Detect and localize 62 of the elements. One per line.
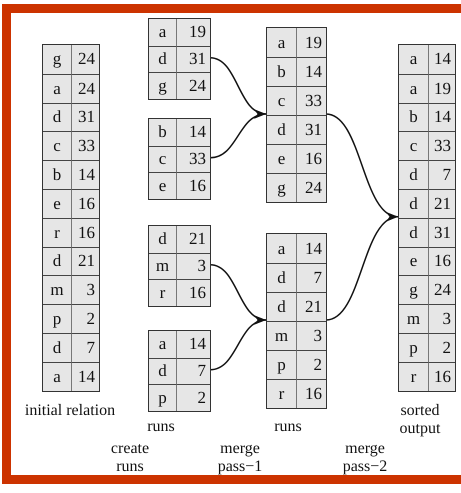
step-label: runs [273, 418, 303, 436]
table-cell: 16 [296, 144, 326, 173]
step-label: create runs [110, 440, 150, 476]
data-table [148, 225, 211, 306]
data-table [266, 233, 327, 409]
table-cell: 16 [296, 379, 326, 408]
table-cell: 3 [176, 252, 210, 279]
data-table [148, 18, 211, 100]
table-cell: 14 [428, 102, 455, 132]
table-cell: 16 [176, 172, 210, 198]
table-cell: 21 [428, 188, 455, 218]
table-cell: d [43, 246, 71, 276]
arrow [210, 110, 266, 158]
table-cell: 24 [296, 173, 326, 202]
data-table [148, 118, 211, 200]
table-cell: 2 [71, 304, 99, 333]
table-cell: 3 [296, 321, 326, 350]
table-cell: 2 [176, 384, 210, 410]
data-table [266, 27, 327, 203]
step-label: merge pass−2 [342, 440, 388, 476]
data-table [42, 44, 100, 392]
step-label: runs [146, 418, 176, 436]
table-caption: initial relation [24, 402, 116, 420]
table-cell: 21 [296, 292, 326, 321]
arrow [326, 215, 398, 321]
table-cell: 24 [71, 74, 99, 103]
table-cell: 16 [176, 279, 210, 306]
table-cell: 7 [176, 358, 210, 384]
table-cell: 2 [296, 350, 326, 379]
table-cell: 14 [296, 57, 326, 86]
table-cell: 3 [71, 275, 99, 304]
table-cell: 33 [176, 146, 210, 172]
arrow [210, 317, 266, 370]
table-cell: e [399, 246, 428, 276]
table-cell: 14 [71, 362, 99, 391]
table-cell: d [43, 102, 71, 132]
table-cell: 33 [296, 86, 326, 115]
table-cell: 16 [428, 362, 455, 391]
data-table [398, 44, 456, 392]
table-cell: 16 [428, 246, 455, 276]
table-cell: 2 [428, 332, 455, 362]
table-cell: 31 [176, 46, 210, 72]
table-cell: 33 [428, 131, 455, 160]
table-cell: 7 [71, 332, 99, 362]
table-cell: 21 [71, 246, 99, 276]
table-cell: 16 [71, 218, 99, 247]
table-cell: 31 [428, 218, 455, 247]
table-cell: 3 [428, 304, 455, 333]
table-cell: 24 [176, 72, 210, 98]
table-cell: 31 [296, 115, 326, 144]
table-cell: b [399, 102, 428, 132]
step-label: merge pass−1 [216, 440, 264, 476]
table-cell: 24 [428, 275, 455, 304]
table-caption: sorted output [398, 402, 442, 438]
table-cell: 19 [428, 74, 455, 103]
data-table [148, 330, 211, 412]
table-cell: 31 [71, 102, 99, 132]
table-cell: 7 [296, 263, 326, 292]
table-cell: 7 [428, 160, 455, 189]
table-cell: 16 [71, 188, 99, 218]
table-cell: 33 [71, 131, 99, 160]
table-cell: 14 [71, 160, 99, 189]
